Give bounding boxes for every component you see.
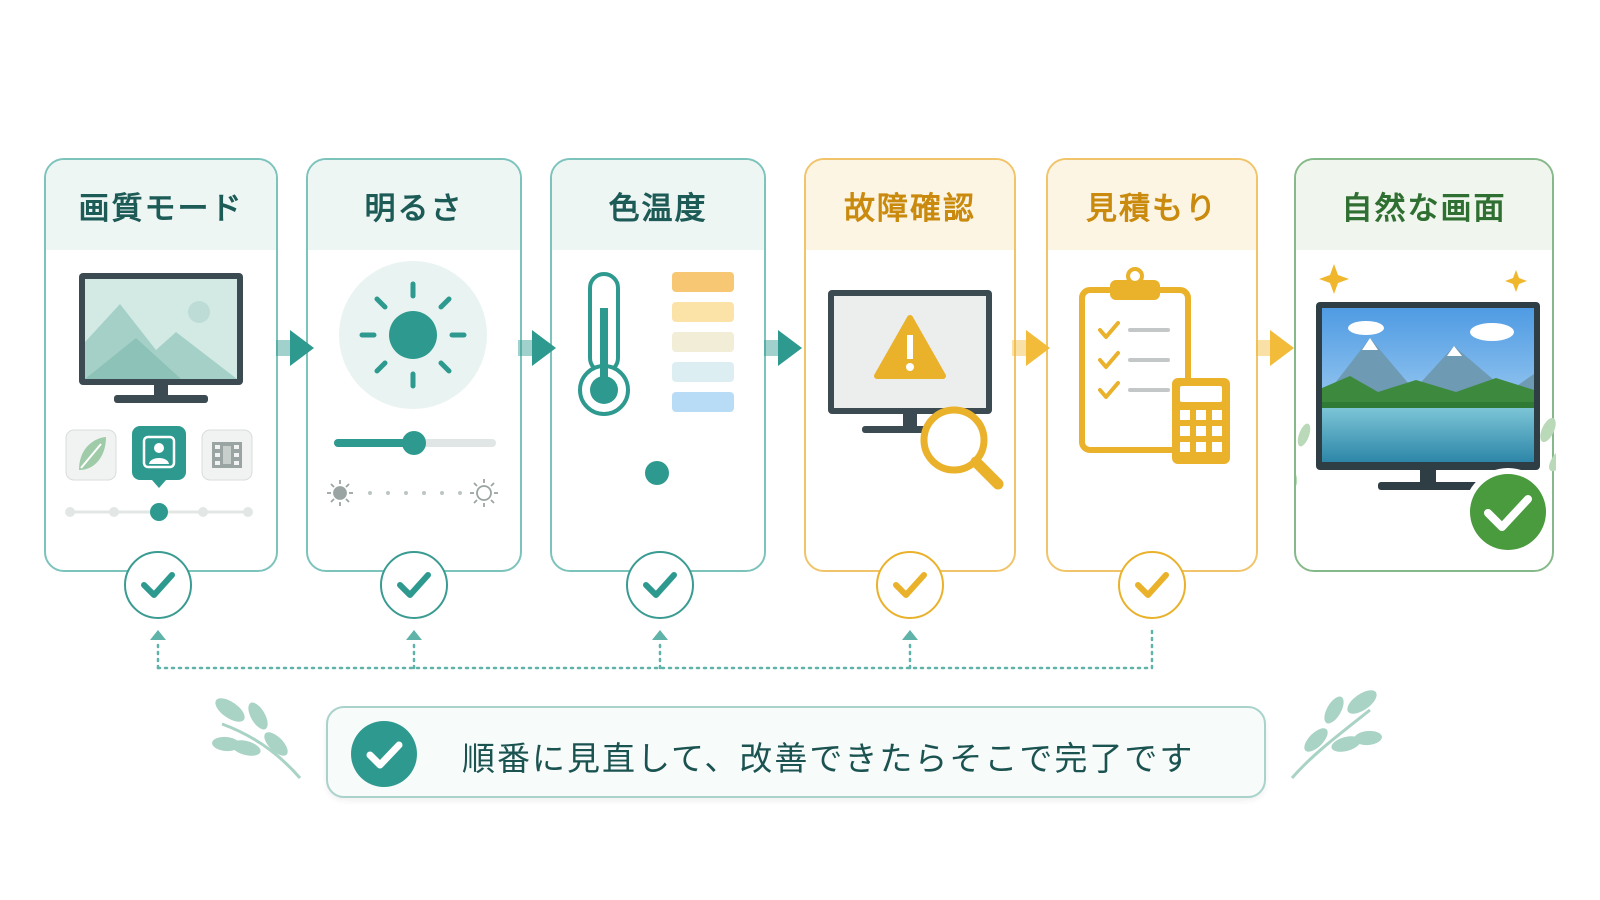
sparkle-icon: [1319, 264, 1527, 294]
step-check-icon: [1118, 551, 1186, 619]
success-check-icon: [1464, 468, 1552, 556]
warning-icon: [874, 315, 946, 379]
flow-arrow-icon: [518, 330, 556, 366]
flow-arrow-icon: [1012, 330, 1050, 366]
magnifier-icon: [920, 406, 1004, 490]
tv-icon: [79, 273, 243, 403]
step-label: 画質モード: [46, 160, 276, 250]
clipboard-icon: [1079, 267, 1191, 453]
step-brightness: 明るさ: [306, 158, 522, 572]
natural-picture-illustration: [1296, 264, 1556, 556]
flow-arrow-icon: [764, 330, 802, 366]
summary-text: 順番に見直して、改善できたらそこで完了です: [462, 739, 1195, 778]
color-temperature-illustration: [570, 272, 744, 485]
color-temperature-slider[interactable]: [570, 461, 744, 485]
color-swatches: [672, 272, 734, 412]
thermometer-icon: [578, 272, 630, 416]
step-estimate: 見積もり: [1046, 158, 1258, 572]
step-color-temperature: 色温度: [550, 158, 766, 572]
dim-sun-icon: [327, 480, 353, 506]
bright-sun-icon: [470, 479, 498, 507]
step-check-icon: [876, 551, 944, 619]
leaf-decoration-icon: [1296, 417, 1556, 488]
step-malfunction-check: 故障確認: [804, 158, 1016, 572]
flow-arrow-icon: [1256, 330, 1294, 366]
picture-mode-illustration: [65, 273, 253, 521]
user-mode-icon[interactable]: [132, 426, 186, 488]
estimate-illustration: [1079, 267, 1230, 464]
malfunction-check-illustration: [828, 290, 1004, 490]
brightness-slider[interactable]: [334, 431, 496, 455]
mode-slider[interactable]: [65, 503, 253, 521]
movie-mode-icon[interactable]: [201, 429, 253, 481]
brightness-illustration: [327, 261, 498, 507]
step-check-icon: [380, 551, 448, 619]
eco-mode-icon[interactable]: [65, 429, 117, 481]
calculator-icon: [1172, 378, 1230, 464]
step-picture-mode: 画質モード: [44, 158, 278, 572]
brightness-scale-dots: [368, 491, 462, 495]
step-label: 見積もり: [1048, 160, 1256, 250]
step-check-icon: [626, 551, 694, 619]
step-check-icon: [124, 551, 192, 619]
flow-arrow-icon: [276, 330, 314, 366]
step-label: 自然な画面: [1296, 160, 1552, 250]
summary-box: 順番に見直して、改善できたらそこで完了です: [326, 706, 1266, 798]
step-label: 明るさ: [308, 160, 520, 250]
sun-icon: [359, 281, 467, 389]
step-natural-picture: 自然な画面: [1294, 158, 1556, 572]
step-label: 故障確認: [806, 160, 1014, 250]
summary-check-icon: [351, 721, 417, 787]
step-label: 色温度: [552, 160, 764, 250]
tv-icon: [1316, 302, 1540, 490]
